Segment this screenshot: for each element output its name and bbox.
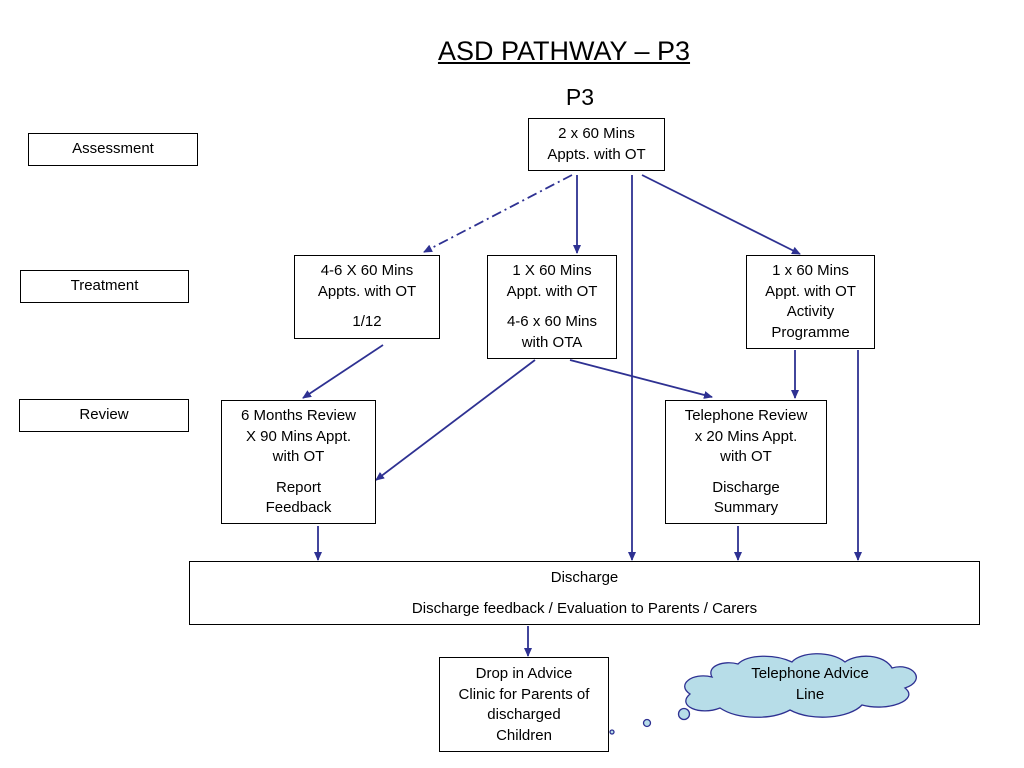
review-right-box: Telephone Review x 20 Mins Appt. with OT…	[665, 400, 827, 524]
arrow-assessment-to-treatment-right	[641, 174, 801, 255]
treatment-left-line2: Appts. with OT	[317, 282, 417, 300]
treatment-right-line4: Programme	[771, 323, 850, 341]
drop-in-clinic-box: Drop in Advice Clinic for Parents of dis…	[439, 657, 609, 752]
stage-review-label: Review	[79, 406, 129, 424]
arrow-treatment-left-to-review-left	[302, 344, 384, 399]
stage-treatment-label: Treatment	[70, 277, 139, 295]
phone-line-line1: Telephone Advice	[751, 665, 869, 682]
discharge-title: Discharge	[550, 569, 619, 586]
telephone-advice-line-text: Telephone Advice Line	[700, 664, 920, 705]
stage-assessment: Assessment	[28, 133, 198, 166]
stage-assessment-label: Assessment	[72, 140, 154, 158]
treatment-mid-box: 1 X 60 Mins Appt. with OT 4-6 x 60 Mins …	[487, 255, 617, 359]
assessment-ot-box: 2 x 60 Mins Appts. with OT	[528, 118, 665, 171]
review-left-box: 6 Months Review X 90 Mins Appt. with OT …	[221, 400, 376, 524]
treatment-left-frequency: 1/12	[352, 313, 382, 330]
pathway-subtitle: P3	[565, 84, 595, 110]
treatment-right-line2: Appt. with OT	[765, 282, 856, 300]
review-left-line3: with OT	[272, 448, 325, 465]
arrow-treatment-mid-to-review-left	[375, 359, 536, 481]
review-right-extra2: Summary	[713, 499, 779, 516]
review-left-extra1: Report	[275, 478, 322, 496]
treatment-mid-line1: 1 X 60 Mins	[512, 262, 592, 279]
assessment-ot-line2: Appts. with OT	[547, 145, 646, 163]
treatment-mid-line2: Appt. with OT	[506, 282, 598, 300]
drop-in-line2: Clinic for Parents of	[458, 685, 590, 703]
treatment-right-box: 1 x 60 Mins Appt. with OT Activity Progr…	[746, 255, 875, 349]
drop-in-line3: discharged	[487, 706, 561, 723]
treatment-left-line1: 4-6 X 60 Mins	[320, 262, 414, 279]
treatment-mid-extra2: with OTA	[521, 333, 583, 351]
review-right-line3: with OT	[720, 448, 772, 465]
page-title: ASD PATHWAY – P3	[437, 36, 691, 66]
assessment-ot-line1: 2 x 60 Mins	[558, 125, 635, 142]
review-right-extra1: Discharge	[712, 478, 780, 496]
drop-in-line4: Children	[496, 726, 552, 744]
thought-cloud-icon	[609, 653, 917, 735]
stage-treatment: Treatment	[20, 270, 189, 303]
review-left-line1: 6 Months Review	[240, 407, 357, 424]
review-right-line2: x 20 Mins Appt.	[694, 427, 798, 445]
phone-line-line2: Line	[795, 685, 825, 703]
arrow-treatment-mid-to-review-right	[569, 359, 713, 399]
treatment-mid-extra1: 4-6 x 60 Mins	[506, 313, 598, 330]
discharge-detail: Discharge feedback / Evaluation to Paren…	[411, 599, 758, 617]
discharge-box: Discharge Discharge feedback / Evaluatio…	[189, 561, 980, 625]
drop-in-line1: Drop in Advice	[475, 665, 573, 682]
stage-review: Review	[19, 399, 189, 432]
treatment-right-line3: Activity	[786, 303, 835, 320]
arrow-assessment-to-treatment-left	[423, 174, 573, 253]
review-left-extra2: Feedback	[265, 499, 332, 516]
review-right-line1: Telephone Review	[684, 407, 808, 424]
treatment-left-box: 4-6 X 60 Mins Appts. with OT 1/12	[294, 255, 440, 339]
treatment-right-line1: 1 x 60 Mins	[772, 262, 849, 279]
review-left-line2: X 90 Mins Appt.	[245, 427, 352, 445]
